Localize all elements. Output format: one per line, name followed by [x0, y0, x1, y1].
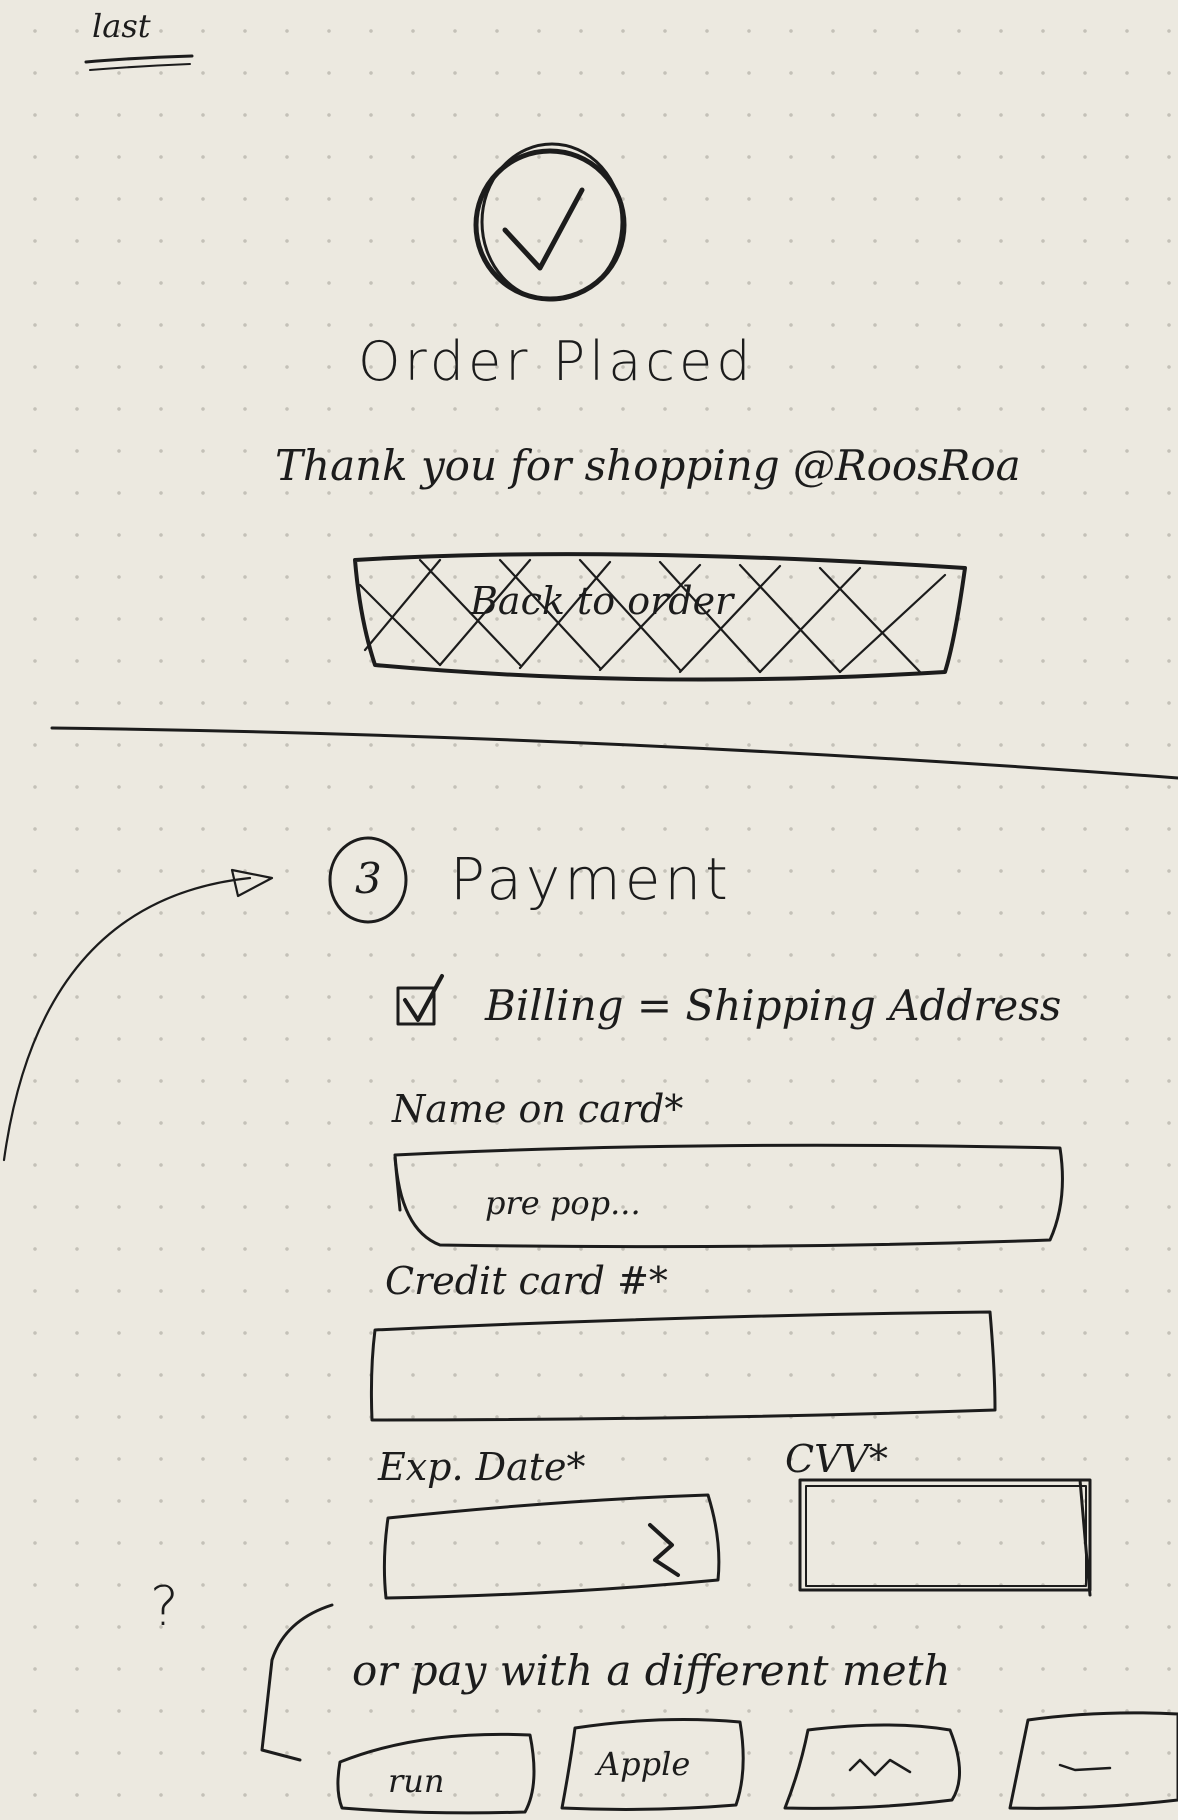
payment-heading: Payment	[450, 845, 732, 913]
cvv-label: CVV*	[785, 1437, 888, 1481]
corner-note-underline	[84, 54, 194, 64]
question-mark: ?	[150, 1575, 183, 1638]
alt-method-button-apple[interactable]: Apple	[562, 1718, 747, 1810]
checkbox-box	[396, 986, 436, 1026]
step-number: 3	[355, 854, 382, 903]
exp-field-outline	[382, 1493, 721, 1600]
credit-card-input[interactable]	[372, 1312, 995, 1420]
billing-checkbox-label: Billing = Shipping Address	[485, 981, 1062, 1030]
alt-method-button-3[interactable]	[785, 1720, 968, 1810]
back-button-hatching	[358, 558, 947, 674]
alt-method-label-2: Apple	[597, 1745, 691, 1783]
bracket	[260, 1603, 334, 1762]
back-button-outline	[353, 552, 967, 682]
alt-method-button-1[interactable]: run	[338, 1735, 533, 1813]
alt-method-outline-2	[560, 1718, 745, 1811]
name-on-card-value: pre pop...	[485, 1184, 641, 1222]
corner-note: last	[92, 7, 151, 45]
name-field-outline	[393, 1143, 1064, 1249]
flow-arrow	[2, 876, 252, 1162]
alt-method-label-1: run	[388, 1762, 445, 1800]
name-on-card-input[interactable]: pre pop...	[395, 1145, 1065, 1245]
card-field-outline	[369, 1310, 997, 1422]
billing-checkbox[interactable]	[398, 988, 434, 1024]
credit-card-label: Credit card #*	[385, 1259, 668, 1303]
exp-date-input[interactable]	[386, 1495, 718, 1598]
alt-method-button-4[interactable]	[1010, 1712, 1178, 1810]
cvv-input[interactable]	[800, 1480, 1090, 1590]
alt-methods-label: or pay with a different meth	[352, 1646, 951, 1695]
name-on-card-label: Name on card*	[392, 1087, 684, 1131]
cvv-field-outline	[798, 1478, 1092, 1592]
thank-you-message: Thank you for shopping @RoosRoa	[275, 441, 1021, 490]
exp-date-label: Exp. Date*	[378, 1445, 586, 1489]
alt-method-outline-3	[783, 1723, 962, 1810]
section-divider	[50, 726, 1178, 780]
alt-method-outline-4	[1008, 1711, 1178, 1810]
step-circle	[328, 836, 408, 924]
alt-method-outline-1	[336, 1732, 536, 1815]
back-to-order-label: Back to order	[470, 579, 734, 623]
order-placed-title: Order Placed	[358, 330, 755, 393]
back-to-order-button[interactable]: Back to order	[355, 560, 965, 670]
